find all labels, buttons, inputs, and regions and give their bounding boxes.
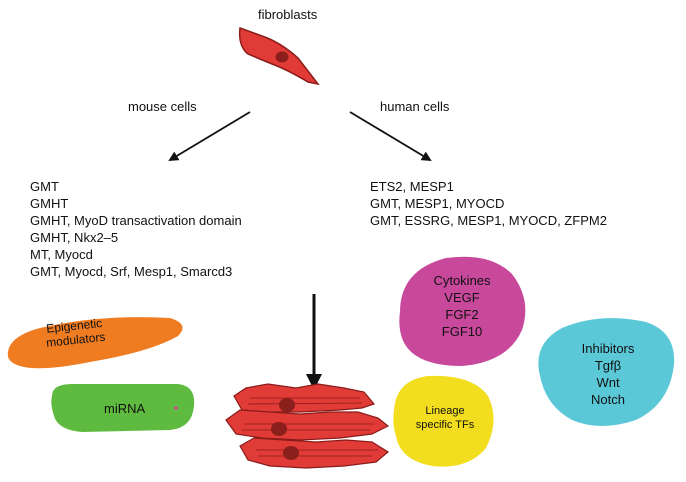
epigenetic-blob: [7, 317, 183, 369]
cardiomyocyte-cell-bottom: [239, 437, 390, 469]
mirna-label: miRNA: [104, 401, 146, 416]
human-factor-item: GMT, MESP1, MYOCD: [370, 196, 505, 211]
cardiomyocyte-cell-middle: [225, 409, 390, 441]
mouse-cells-label: mouse cells: [128, 99, 197, 114]
mirna-blob: [51, 384, 195, 432]
arrow-to-mouse: [168, 111, 251, 162]
fibroblasts-label: fibroblasts: [258, 7, 318, 22]
inhibitors-blob: [538, 318, 675, 426]
mouse-factor-item: MT, Myocd: [30, 247, 93, 262]
mouse-factor-item: GMHT: [30, 196, 69, 211]
inhibitors-title: Inhibitors: [581, 341, 635, 356]
cytokines-label: Cytokines VEGF FGF2 FGF10: [420, 272, 504, 340]
cardiomyocyte-nucleus: [271, 422, 287, 436]
lineage-blob: [393, 375, 494, 467]
lineage-label-line2: specific TFs: [415, 419, 475, 431]
cytokines-title: Cytokines: [433, 273, 491, 288]
inhibitors-item: Wnt: [596, 375, 620, 390]
mouse-factor-item: GMHT, Nkx2–5: [30, 230, 119, 245]
human-factor-item: GMT, ESSRG, MESP1, MYOCD, ZFPM2: [370, 213, 607, 228]
human-cells-label: human cells: [380, 99, 450, 114]
human-factor-list: ETS2, MESP1 GMT, MESP1, MYOCD GMT, ESSRG…: [370, 178, 607, 229]
mouse-factor-item: GMT: [30, 179, 59, 194]
cardiomyocyte-nucleus: [279, 398, 295, 412]
mouse-factor-list: GMT GMHT GMHT, MyoD transactivation doma…: [30, 178, 242, 280]
inhibitors-label: Inhibitors Tgfβ Wnt Notch: [566, 340, 650, 408]
fibroblast-cell-icon: [238, 26, 320, 86]
lineage-label-line1: Lineage: [425, 405, 465, 417]
cardiomyocyte-stack: [225, 383, 390, 469]
lineage-label: Lineage specific TFs: [406, 404, 484, 432]
cytokines-item: FGF10: [441, 324, 483, 339]
cytokines-blob: [399, 256, 526, 366]
inhibitors-item: Tgfβ: [594, 358, 622, 373]
arrow-to-human: [349, 111, 432, 162]
cytokines-item: VEGF: [444, 290, 480, 305]
fibroblast-nucleus: [275, 51, 289, 63]
mouse-factor-item: GMHT, MyoD transactivation domain: [30, 213, 242, 228]
mirna-dot: [174, 406, 178, 410]
arrow-head-down: [306, 374, 322, 390]
mouse-factor-item: GMT, Myocd, Srf, Mesp1, Smarcd3: [30, 264, 233, 279]
human-factor-item: ETS2, MESP1: [370, 179, 454, 194]
cardiomyocyte-nucleus: [283, 446, 299, 460]
inhibitors-item: Notch: [591, 392, 625, 407]
cytokines-item: FGF2: [445, 307, 479, 322]
